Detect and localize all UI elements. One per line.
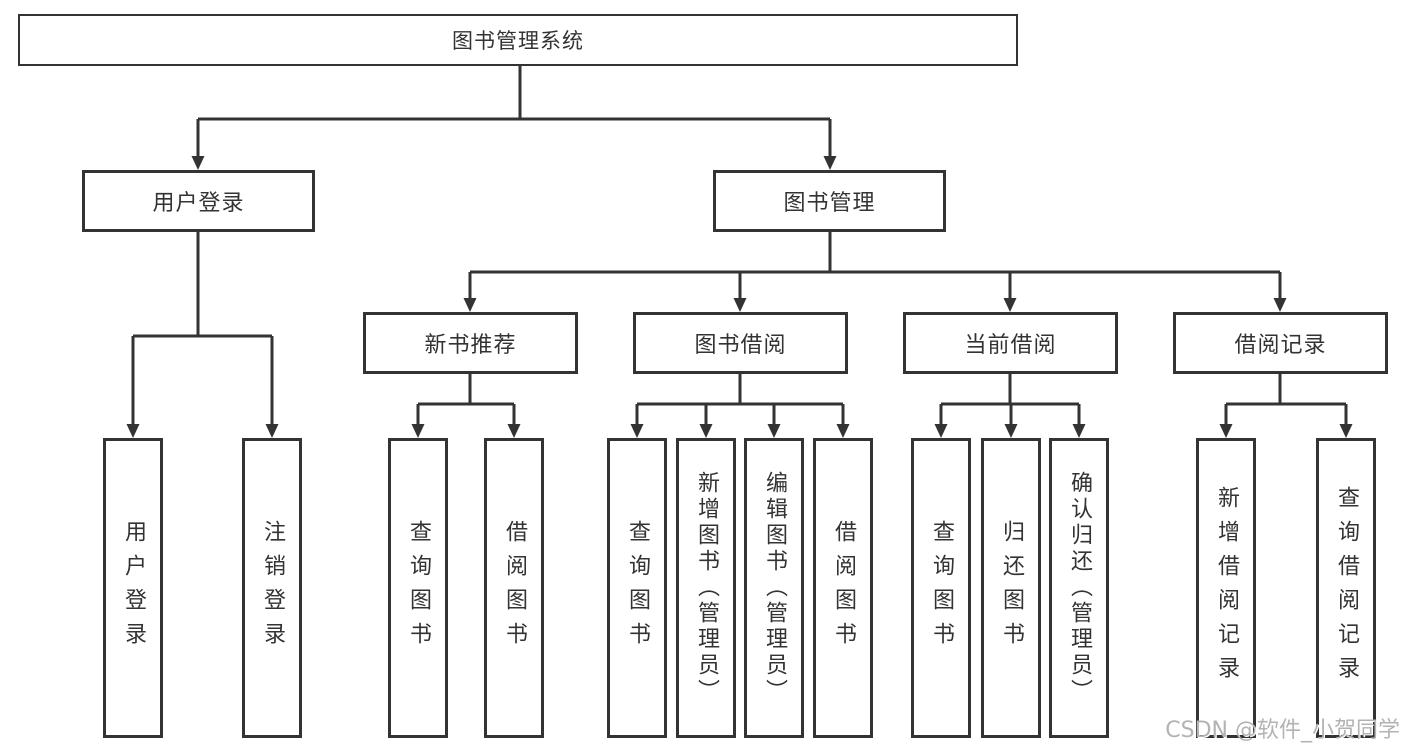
- node-current-borrowing: 当前借阅: [903, 312, 1118, 374]
- arrowheads: [126, 156, 1353, 438]
- leaf-br-query-record: 查询借阅记录: [1316, 438, 1376, 738]
- node-label: 图书管理系统: [452, 29, 584, 53]
- leaf-bb-query-books: 查询图书: [607, 438, 667, 738]
- leaf-cb-return-books: 归还图书: [981, 438, 1041, 738]
- leaf-nbr-query-books: 查询图书: [388, 438, 448, 738]
- leaf-br-add-record: 新增借阅记录: [1196, 438, 1256, 738]
- node-label: 用户登录: [152, 191, 245, 216]
- node-label: 图书管理: [783, 191, 876, 216]
- leaf-label: 确认归还（管理员）: [1067, 471, 1092, 705]
- node-borrowing-records: 借阅记录: [1173, 312, 1388, 374]
- leaf-label: 借阅图书: [502, 520, 527, 656]
- leaf-label: 借阅图书: [831, 520, 856, 656]
- node-user-login: 用户登录: [82, 170, 315, 232]
- node-label: 新书推荐: [424, 333, 517, 358]
- leaf-label: 查询图书: [625, 520, 650, 656]
- leaf-bb-edit-books-admin: 编辑图书（管理员）: [744, 438, 804, 738]
- leaf-cb-query-books: 查询图书: [911, 438, 971, 738]
- leaf-label: 用户登录: [121, 520, 146, 656]
- node-new-book-recommend: 新书推荐: [363, 312, 578, 374]
- leaf-bb-borrow-books: 借阅图书: [813, 438, 873, 738]
- leaf-label: 查询借阅记录: [1334, 486, 1359, 690]
- node-book-management: 图书管理: [713, 170, 946, 232]
- leaf-logout: 注销登录: [242, 438, 302, 738]
- leaf-label: 归还图书: [999, 520, 1024, 656]
- leaf-label: 查询图书: [406, 520, 431, 656]
- leaf-user-login: 用户登录: [103, 438, 163, 738]
- leaf-label: 编辑图书（管理员）: [762, 471, 787, 705]
- csdn-watermark: CSDN @软件_小贺同学: [1165, 718, 1400, 743]
- leaf-label: 新增借阅记录: [1214, 486, 1239, 690]
- leaf-label: 注销登录: [260, 520, 285, 656]
- leaf-bb-add-books-admin: 新增图书（管理员）: [676, 438, 736, 738]
- leaf-label: 新增图书（管理员）: [694, 471, 719, 705]
- leaf-cb-confirm-return-admin: 确认归还（管理员）: [1049, 438, 1109, 738]
- leaf-nbr-borrow-books: 借阅图书: [484, 438, 544, 738]
- node-library-management-system: 图书管理系统: [18, 14, 1018, 66]
- leaf-label: 查询图书: [929, 520, 954, 656]
- node-label: 借阅记录: [1234, 333, 1327, 358]
- node-book-borrowing: 图书借阅: [633, 312, 848, 374]
- node-label: 图书借阅: [694, 333, 787, 358]
- node-label: 当前借阅: [964, 333, 1057, 358]
